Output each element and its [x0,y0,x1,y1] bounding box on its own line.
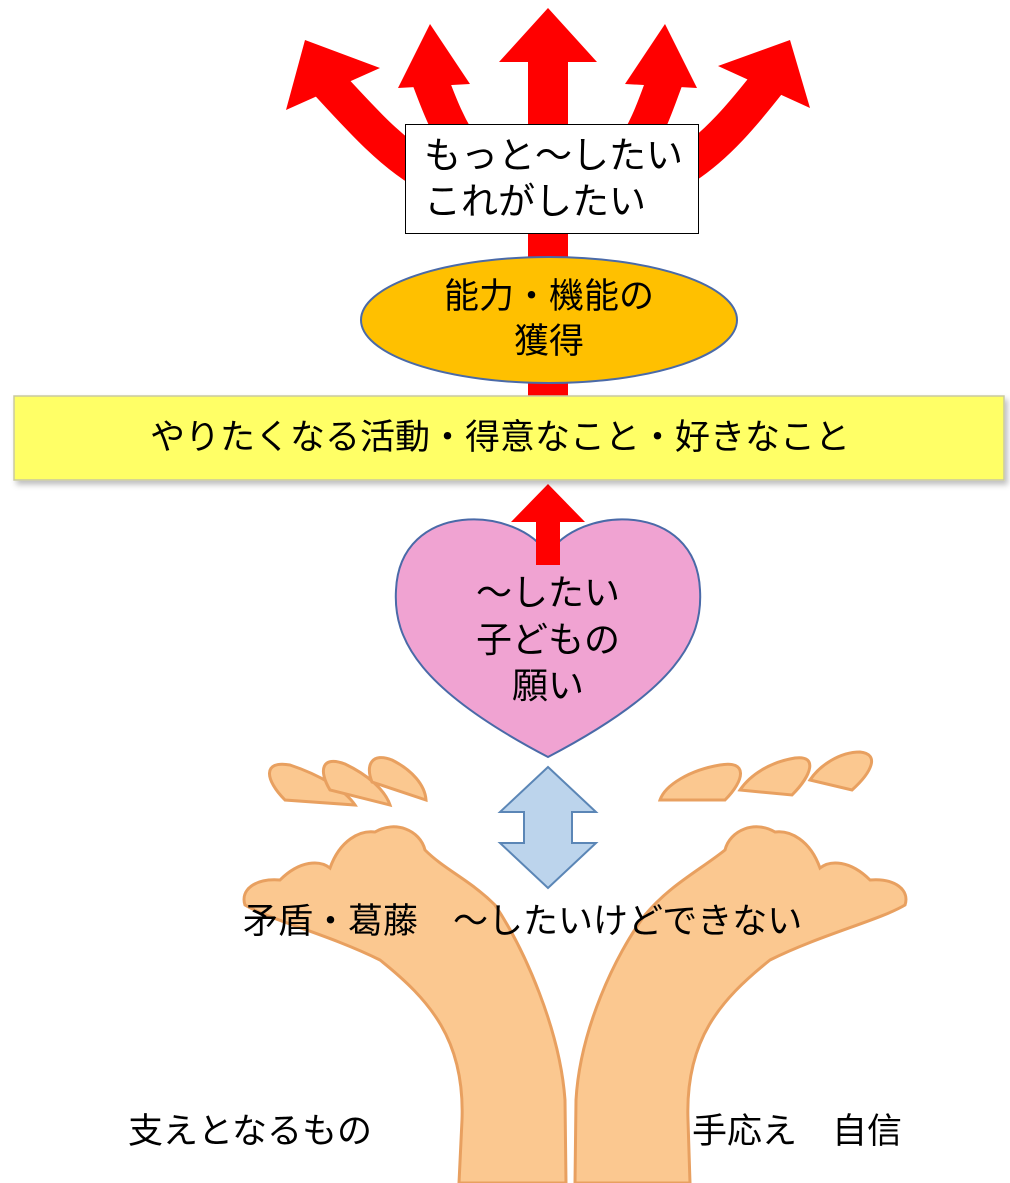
vertical-double-arrow-icon [497,765,599,890]
want-more-line2: これがしたい [424,180,646,223]
ability-label: 能力・機能の 獲得 [361,270,737,370]
heart-line3: 願い [511,666,584,708]
curved-arrow-right-head [625,24,697,88]
heart-line1: ～したい [475,572,620,614]
activity-band [13,395,1005,481]
heart-shape [394,518,702,759]
support-right-label: 手応え 自信 [692,1112,903,1152]
support-left-label: 支えとなるもの [128,1112,372,1152]
want-more-line1: もっと～したい [424,133,683,177]
open-hands-icon [242,750,908,1183]
curved-arrow-far-left-head [286,40,380,110]
ability-line1: 能力・機能の [443,277,654,318]
heart-label: ～したい 子どもの 願い [448,556,648,726]
activity-band-label: やりたくなる活動・得意なこと・好きなこと [150,418,851,458]
conflict-label: 矛盾・葛藤 ～したいけどできない [243,902,803,942]
center-arrow-head [499,8,597,62]
curved-arrow-left-head [398,24,470,88]
heart-up-arrow [511,484,585,565]
ability-line2: 獲得 [513,322,584,362]
want-more-box: もっと～したい これがしたい [405,124,699,234]
ability-ellipse [360,256,738,384]
curved-arrow-far-right-head [718,40,810,108]
heart-line2: 子どもの [475,619,620,661]
